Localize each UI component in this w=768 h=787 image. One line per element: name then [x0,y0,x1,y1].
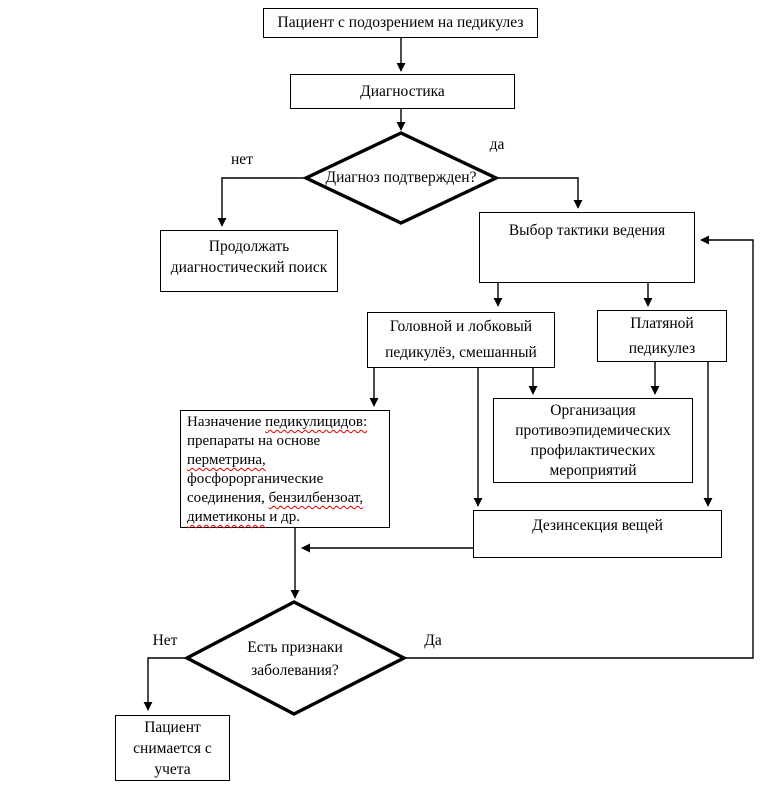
node-patient-deregistered: Пациент снимается с учета [115,715,230,781]
node-head-pubic-mixed-lice: Головной и лобковый педикулёз, смешанный [367,312,555,368]
node-continue-diagnostic-search: Продолжать диагностический поиск [160,230,338,292]
edge-label-no: нет [231,151,253,168]
prescription-text-segment: Назначение [187,414,266,430]
node-choice-of-tactics: Выбор тактики ведения [479,212,695,283]
misspelled-word: диметиконы [187,509,266,525]
prescription-text-segment: и др. [265,509,300,525]
misspelled-word: бензилбензоат, [268,490,364,506]
misspelled-word: перметрина, [187,452,266,468]
prescription-text-segment: препараты на основе [187,433,321,449]
node-pediculicide-prescription: Назначение педикулицидов: препараты на о… [180,410,390,528]
edge-decision-yes-to-tactics [496,177,583,209]
node-patient-suspected: Пациент с подозрением на педикулез [263,8,538,38]
node-antiepidemic-measures: Организация противоэпидемических профила… [493,398,693,483]
edge-decision-no-to-continue [217,177,306,227]
edge-decision2-yes-to-tactics [404,235,754,659]
decision-diagnosis-label: Диагноз подтвержден? [325,169,477,186]
misspelled-word: педикулицидов: [265,414,368,430]
node-disinsection: Дезинсекция вещей [473,510,722,558]
edge-label-no-capital: Нет [152,632,178,649]
edge-decision2-no-to-deregister [143,657,188,711]
decision-signs-diamond [183,600,408,716]
edge-label-yes: да [489,136,505,153]
prescription-text-segment: фосфорорганические соединения, [187,471,324,506]
edge-label-yes-capital: Да [424,632,442,649]
node-diagnostics: Диагностика [290,74,515,109]
decision-diagnosis-diamond [302,131,500,225]
decision-signs-label: Есть признаки заболевания? [247,639,343,679]
node-body-lice: Платяной педикулез [597,310,727,362]
